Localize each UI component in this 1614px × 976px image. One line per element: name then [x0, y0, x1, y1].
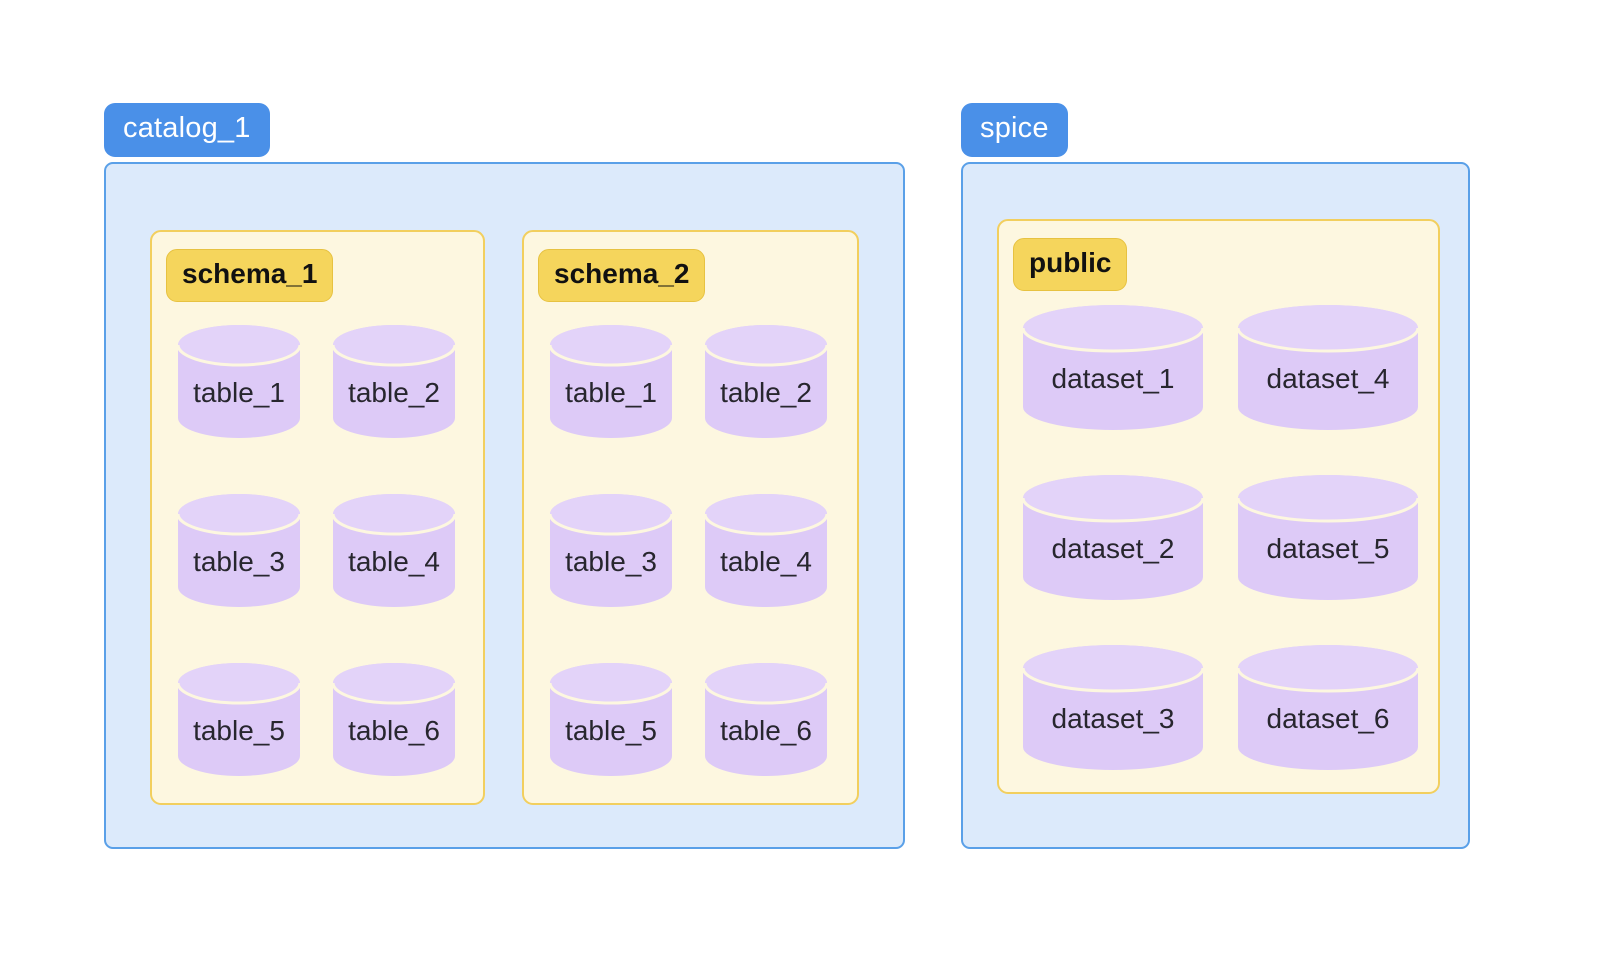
table-cylinder[interactable]: table_1	[550, 325, 672, 438]
schema-box-schema-2: schema_2 table_1 table_2	[522, 230, 859, 805]
table-cylinder[interactable]: table_6	[333, 663, 455, 776]
cylinder-icon	[1238, 475, 1418, 600]
cylinder-icon	[333, 494, 455, 607]
table-cylinder[interactable]: table_4	[333, 494, 455, 607]
cylinder-icon	[178, 494, 300, 607]
group-catalog-1: catalog_1 schema_1 table_1	[104, 103, 905, 849]
dataset-cylinder[interactable]: dataset_6	[1238, 645, 1418, 770]
cylinder-icon	[178, 325, 300, 438]
cylinder-icon	[1023, 645, 1203, 770]
schema-badge-public[interactable]: public	[1013, 238, 1128, 291]
cylinder-icon	[1023, 475, 1203, 600]
group-badge-spice[interactable]: spice	[961, 103, 1068, 157]
cylinder-icon	[333, 663, 455, 776]
table-cylinder[interactable]: table_4	[705, 494, 827, 607]
schema-box-public: public dataset_1 dataset_4	[997, 219, 1440, 794]
table-cylinder[interactable]: table_3	[550, 494, 672, 607]
cylinder-icon	[550, 494, 672, 607]
dataset-cylinder[interactable]: dataset_2	[1023, 475, 1203, 600]
dataset-cylinder[interactable]: dataset_3	[1023, 645, 1203, 770]
dataset-cylinder[interactable]: dataset_5	[1238, 475, 1418, 600]
cylinder-icon	[550, 663, 672, 776]
dataset-cylinder[interactable]: dataset_4	[1238, 305, 1418, 430]
cylinder-icon	[333, 325, 455, 438]
group-spice: spice public dataset_1	[961, 103, 1470, 849]
cylinder-icon	[178, 663, 300, 776]
cylinder-icon	[1238, 645, 1418, 770]
table-cylinder[interactable]: table_2	[705, 325, 827, 438]
table-cylinder[interactable]: table_5	[550, 663, 672, 776]
dataset-cylinder[interactable]: dataset_1	[1023, 305, 1203, 430]
group-body-catalog-1: schema_1 table_1 table_2	[104, 162, 905, 849]
table-cylinder[interactable]: table_3	[178, 494, 300, 607]
table-cylinder[interactable]: table_5	[178, 663, 300, 776]
schema-badge-schema-2[interactable]: schema_2	[538, 249, 706, 302]
schema-box-schema-1: schema_1 table_1 table_2	[150, 230, 485, 805]
table-cylinder[interactable]: table_6	[705, 663, 827, 776]
cylinder-icon	[705, 494, 827, 607]
cylinder-icon	[1023, 305, 1203, 430]
schema-badge-schema-1[interactable]: schema_1	[166, 249, 334, 302]
table-cylinder[interactable]: table_2	[333, 325, 455, 438]
cylinder-icon	[1238, 305, 1418, 430]
cylinder-icon	[550, 325, 672, 438]
group-badge-catalog-1[interactable]: catalog_1	[104, 103, 270, 157]
cylinder-icon	[705, 663, 827, 776]
table-cylinder[interactable]: table_1	[178, 325, 300, 438]
cylinder-icon	[705, 325, 827, 438]
group-body-spice: public dataset_1 dataset_4	[961, 162, 1470, 849]
